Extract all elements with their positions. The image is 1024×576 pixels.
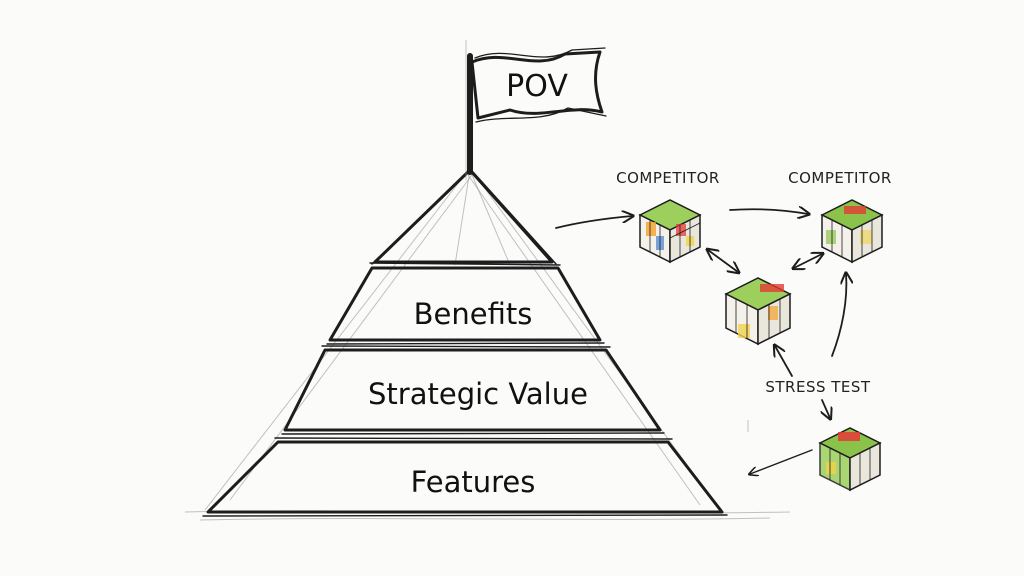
competitor-left-label: COMPETITOR bbox=[616, 169, 720, 187]
arrow-stress-to-center bbox=[775, 346, 793, 377]
arrow-competitor-to-competitor bbox=[729, 209, 808, 214]
tier-label-benefits: Benefits bbox=[414, 297, 533, 331]
pyramid-tier-strategic-value bbox=[283, 348, 662, 432]
stress-test-label: STRESS TEST bbox=[765, 378, 871, 396]
pyramid bbox=[202, 167, 728, 517]
competitor-right-cube bbox=[820, 199, 884, 264]
arrow-stress-to-competitor-right bbox=[831, 274, 846, 357]
flag bbox=[465, 40, 607, 180]
tier-label-strategic-value: Strategic Value bbox=[368, 377, 588, 411]
arrow-competitor-left-center bbox=[708, 250, 738, 272]
network-arrows bbox=[555, 209, 846, 474]
arrow-pyramid-to-competitor bbox=[555, 216, 632, 229]
arrow-to-left-faint bbox=[750, 449, 813, 474]
pyramid-top-section bbox=[373, 168, 554, 264]
arrow-competitor-right-center bbox=[794, 254, 822, 268]
flag-banner bbox=[470, 50, 604, 120]
stress-test-cube bbox=[818, 427, 882, 492]
pyramid-tier-benefits bbox=[328, 266, 602, 342]
competitor-left-cube bbox=[638, 199, 702, 264]
tier-label-features: Features bbox=[411, 465, 536, 499]
arrow-stress-label-to-cube bbox=[822, 399, 830, 418]
center-cube bbox=[724, 277, 792, 346]
pyramid-tier-features bbox=[206, 440, 724, 514]
flag-label: POV bbox=[506, 69, 568, 104]
competitor-right-label: COMPETITOR bbox=[788, 169, 892, 187]
